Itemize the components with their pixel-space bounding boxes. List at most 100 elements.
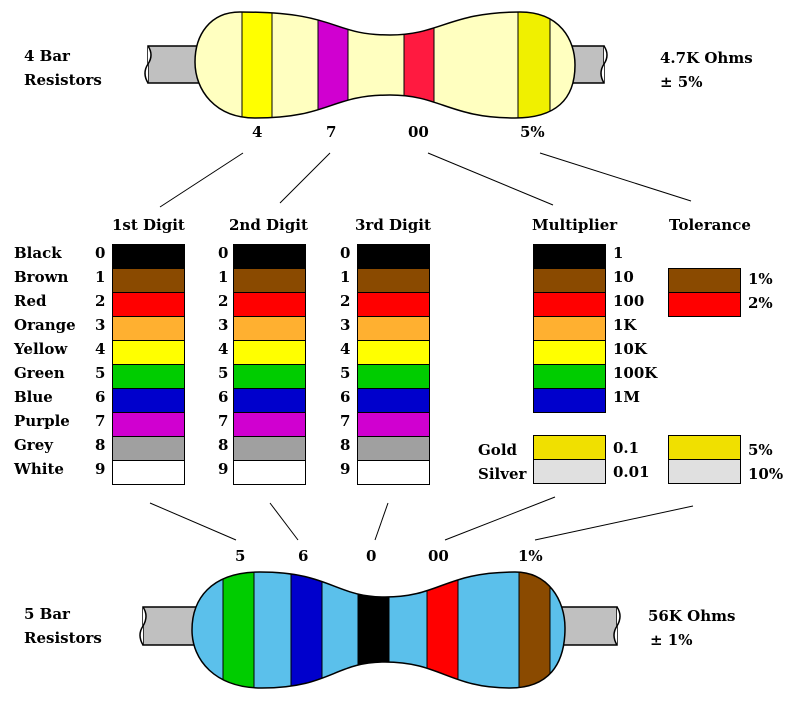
digit1-swatch-grey (112, 436, 185, 461)
digit2-swatch-green (233, 364, 306, 389)
digit3-value-green: 5 (340, 364, 351, 382)
digit3-swatch-grey (357, 436, 430, 461)
digit1-swatch-red (112, 292, 185, 317)
digit2-swatch-black (233, 244, 306, 269)
bottom-band-label-4: 00 (428, 547, 449, 565)
digit1-swatch-yellow (112, 340, 185, 365)
bottom-value-line1: 56K Ohms (648, 607, 736, 625)
bottom-left-lead-cut (139, 606, 147, 646)
digit3-value-white: 9 (340, 460, 351, 478)
header-multiplier: Multiplier (532, 216, 618, 234)
digit1-value-blue: 6 (95, 388, 106, 406)
digit1-value-black: 0 (95, 244, 106, 262)
tolerance-swatch-1 (668, 268, 741, 293)
top-title-line1: 4 Bar (24, 47, 70, 65)
digit3-swatch-purple (357, 412, 430, 437)
silver-multiplier-value: 0.01 (613, 463, 650, 481)
digit3-value-red: 2 (340, 292, 351, 310)
digit2-value-red: 2 (218, 292, 229, 310)
multiplier-swatch-orange (533, 316, 606, 341)
gold-tolerance-value: 5% (748, 441, 773, 459)
multiplier-swatch-yellow (533, 340, 606, 365)
color-name-grey: Grey (14, 436, 53, 454)
digit2-swatch-white (233, 460, 306, 485)
digit2-value-purple: 7 (218, 412, 229, 430)
bottom-connectors (149, 496, 694, 541)
bottom-band-3 (357, 572, 390, 688)
metal-name-gold: Gold (478, 441, 518, 459)
multiplier-value-black: 1 (613, 244, 624, 262)
top-value-line2: ± 5% (660, 73, 703, 91)
color-name-orange: Orange (14, 316, 76, 334)
top-band-label-2: 7 (326, 123, 337, 141)
digit1-swatch-green (112, 364, 185, 389)
multiplier-value-green: 100K (613, 364, 658, 382)
multiplier-value-blue: 1M (613, 388, 641, 406)
digit1-swatch-purple (112, 412, 185, 437)
digit2-swatch-orange (233, 316, 306, 341)
gold-multiplier-swatch (533, 435, 606, 460)
multiplier-value-yellow: 10K (613, 340, 647, 358)
top-band-3 (403, 12, 435, 118)
bottom-title-line1: 5 Bar (24, 605, 70, 623)
digit2-swatch-brown (233, 268, 306, 293)
bottom-band-label-3: 0 (366, 547, 377, 565)
digit3-swatch-orange (357, 316, 430, 341)
color-name-brown: Brown (14, 268, 69, 286)
top-resistor-body (195, 12, 575, 118)
multiplier-swatch-blue (533, 388, 606, 413)
digit1-value-orange: 3 (95, 316, 106, 334)
multiplier-value-red: 100 (613, 292, 645, 310)
digit1-swatch-black (112, 244, 185, 269)
color-name-blue: Blue (14, 388, 53, 406)
multiplier-swatch-red (533, 292, 606, 317)
color-name-red: Red (14, 292, 47, 310)
silver-multiplier-swatch (533, 459, 606, 484)
digit1-value-red: 2 (95, 292, 106, 310)
digit3-swatch-green (357, 364, 430, 389)
color-name-purple: Purple (14, 412, 70, 430)
bottom-band-5 (518, 572, 551, 688)
silver-tolerance-value: 10% (748, 465, 784, 483)
top-band-label-1: 4 (252, 123, 263, 141)
header-tolerance: Tolerance (669, 216, 751, 234)
digit2-value-green: 5 (218, 364, 229, 382)
top-right-lead-cut (600, 45, 608, 84)
digit2-value-white: 9 (218, 460, 229, 478)
digit3-value-brown: 1 (340, 268, 351, 286)
digit2-value-black: 0 (218, 244, 229, 262)
digit2-value-orange: 3 (218, 316, 229, 334)
bottom-right-lead-cut (613, 606, 621, 646)
digit1-swatch-brown (112, 268, 185, 293)
multiplier-value-orange: 1K (613, 316, 637, 334)
color-name-yellow: Yellow (14, 340, 68, 358)
digit3-swatch-blue (357, 388, 430, 413)
digit3-swatch-yellow (357, 340, 430, 365)
digit3-value-yellow: 4 (340, 340, 351, 358)
digit2-value-yellow: 4 (218, 340, 229, 358)
header-2nd-digit: 2nd Digit (229, 216, 308, 234)
top-connectors (159, 152, 692, 208)
multiplier-value-brown: 10 (613, 268, 634, 286)
header-3rd-digit: 3rd Digit (355, 216, 431, 234)
top-band-4 (517, 12, 551, 118)
silver-tolerance-swatch (668, 459, 741, 484)
digit2-swatch-blue (233, 388, 306, 413)
digit2-swatch-purple (233, 412, 306, 437)
digit1-swatch-orange (112, 316, 185, 341)
metal-name-silver: Silver (478, 465, 527, 483)
top-value-line1: 4.7K Ohms (660, 49, 753, 67)
digit3-value-black: 0 (340, 244, 351, 262)
digit2-swatch-red (233, 292, 306, 317)
bottom-band-label-2: 6 (298, 547, 309, 565)
digit3-swatch-black (357, 244, 430, 269)
digit3-value-blue: 6 (340, 388, 351, 406)
digit1-value-brown: 1 (95, 268, 106, 286)
digit1-value-green: 5 (95, 364, 106, 382)
color-name-black: Black (14, 244, 62, 262)
digit2-value-grey: 8 (218, 436, 229, 454)
bottom-band-2 (290, 572, 323, 688)
digit2-value-brown: 1 (218, 268, 229, 286)
digit1-value-yellow: 4 (95, 340, 106, 358)
